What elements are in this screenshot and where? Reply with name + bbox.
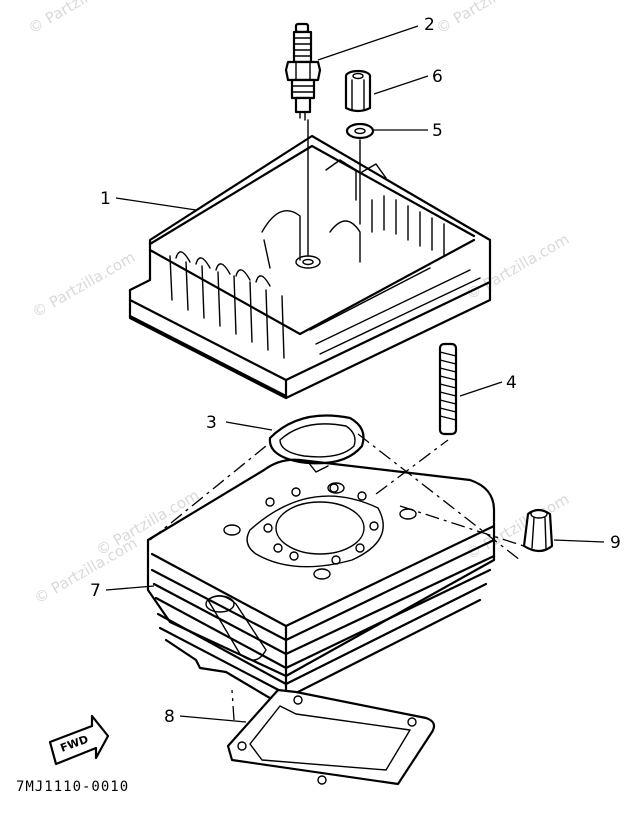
cap-nut-part-6: [344, 69, 372, 113]
stud-bolt-part-4: [438, 342, 458, 436]
watermark-mid-right: © Partzilla.com: [463, 230, 572, 303]
callout-2: 2: [424, 15, 435, 35]
callout-5: 5: [432, 121, 443, 141]
watermark-top-left: © Partzilla.com: [25, 0, 134, 37]
flange-nut-part-9: [522, 508, 554, 553]
spark-plug: [284, 22, 322, 121]
cylinder-head: [128, 119, 492, 400]
leader-lines: [105, 25, 605, 723]
watermark-mid-left: © Partzilla.com: [29, 248, 138, 321]
forward-direction-arrow: FWD: [48, 714, 110, 766]
callout-8: 8: [164, 707, 175, 727]
callout-9: 9: [610, 533, 621, 553]
base-gasket-part-8: [226, 688, 436, 786]
callout-labels: 1 2 3 4 5 6 7 8 9: [90, 15, 621, 727]
diagram-code: 7MJ1110-0010: [16, 779, 129, 795]
callout-1: 1: [100, 189, 111, 209]
callout-3: 3: [206, 413, 217, 433]
head-gasket-ring-part-3: [268, 414, 365, 473]
watermark-lower-right: © Partzilla.com: [463, 490, 572, 563]
callout-6: 6: [432, 67, 443, 87]
watermark-top-right: © Partzilla.com: [433, 0, 542, 37]
washer-part-5: [345, 122, 375, 140]
cylinder-block: [146, 458, 496, 706]
callout-7: 7: [90, 581, 101, 601]
callout-4: 4: [506, 373, 517, 393]
